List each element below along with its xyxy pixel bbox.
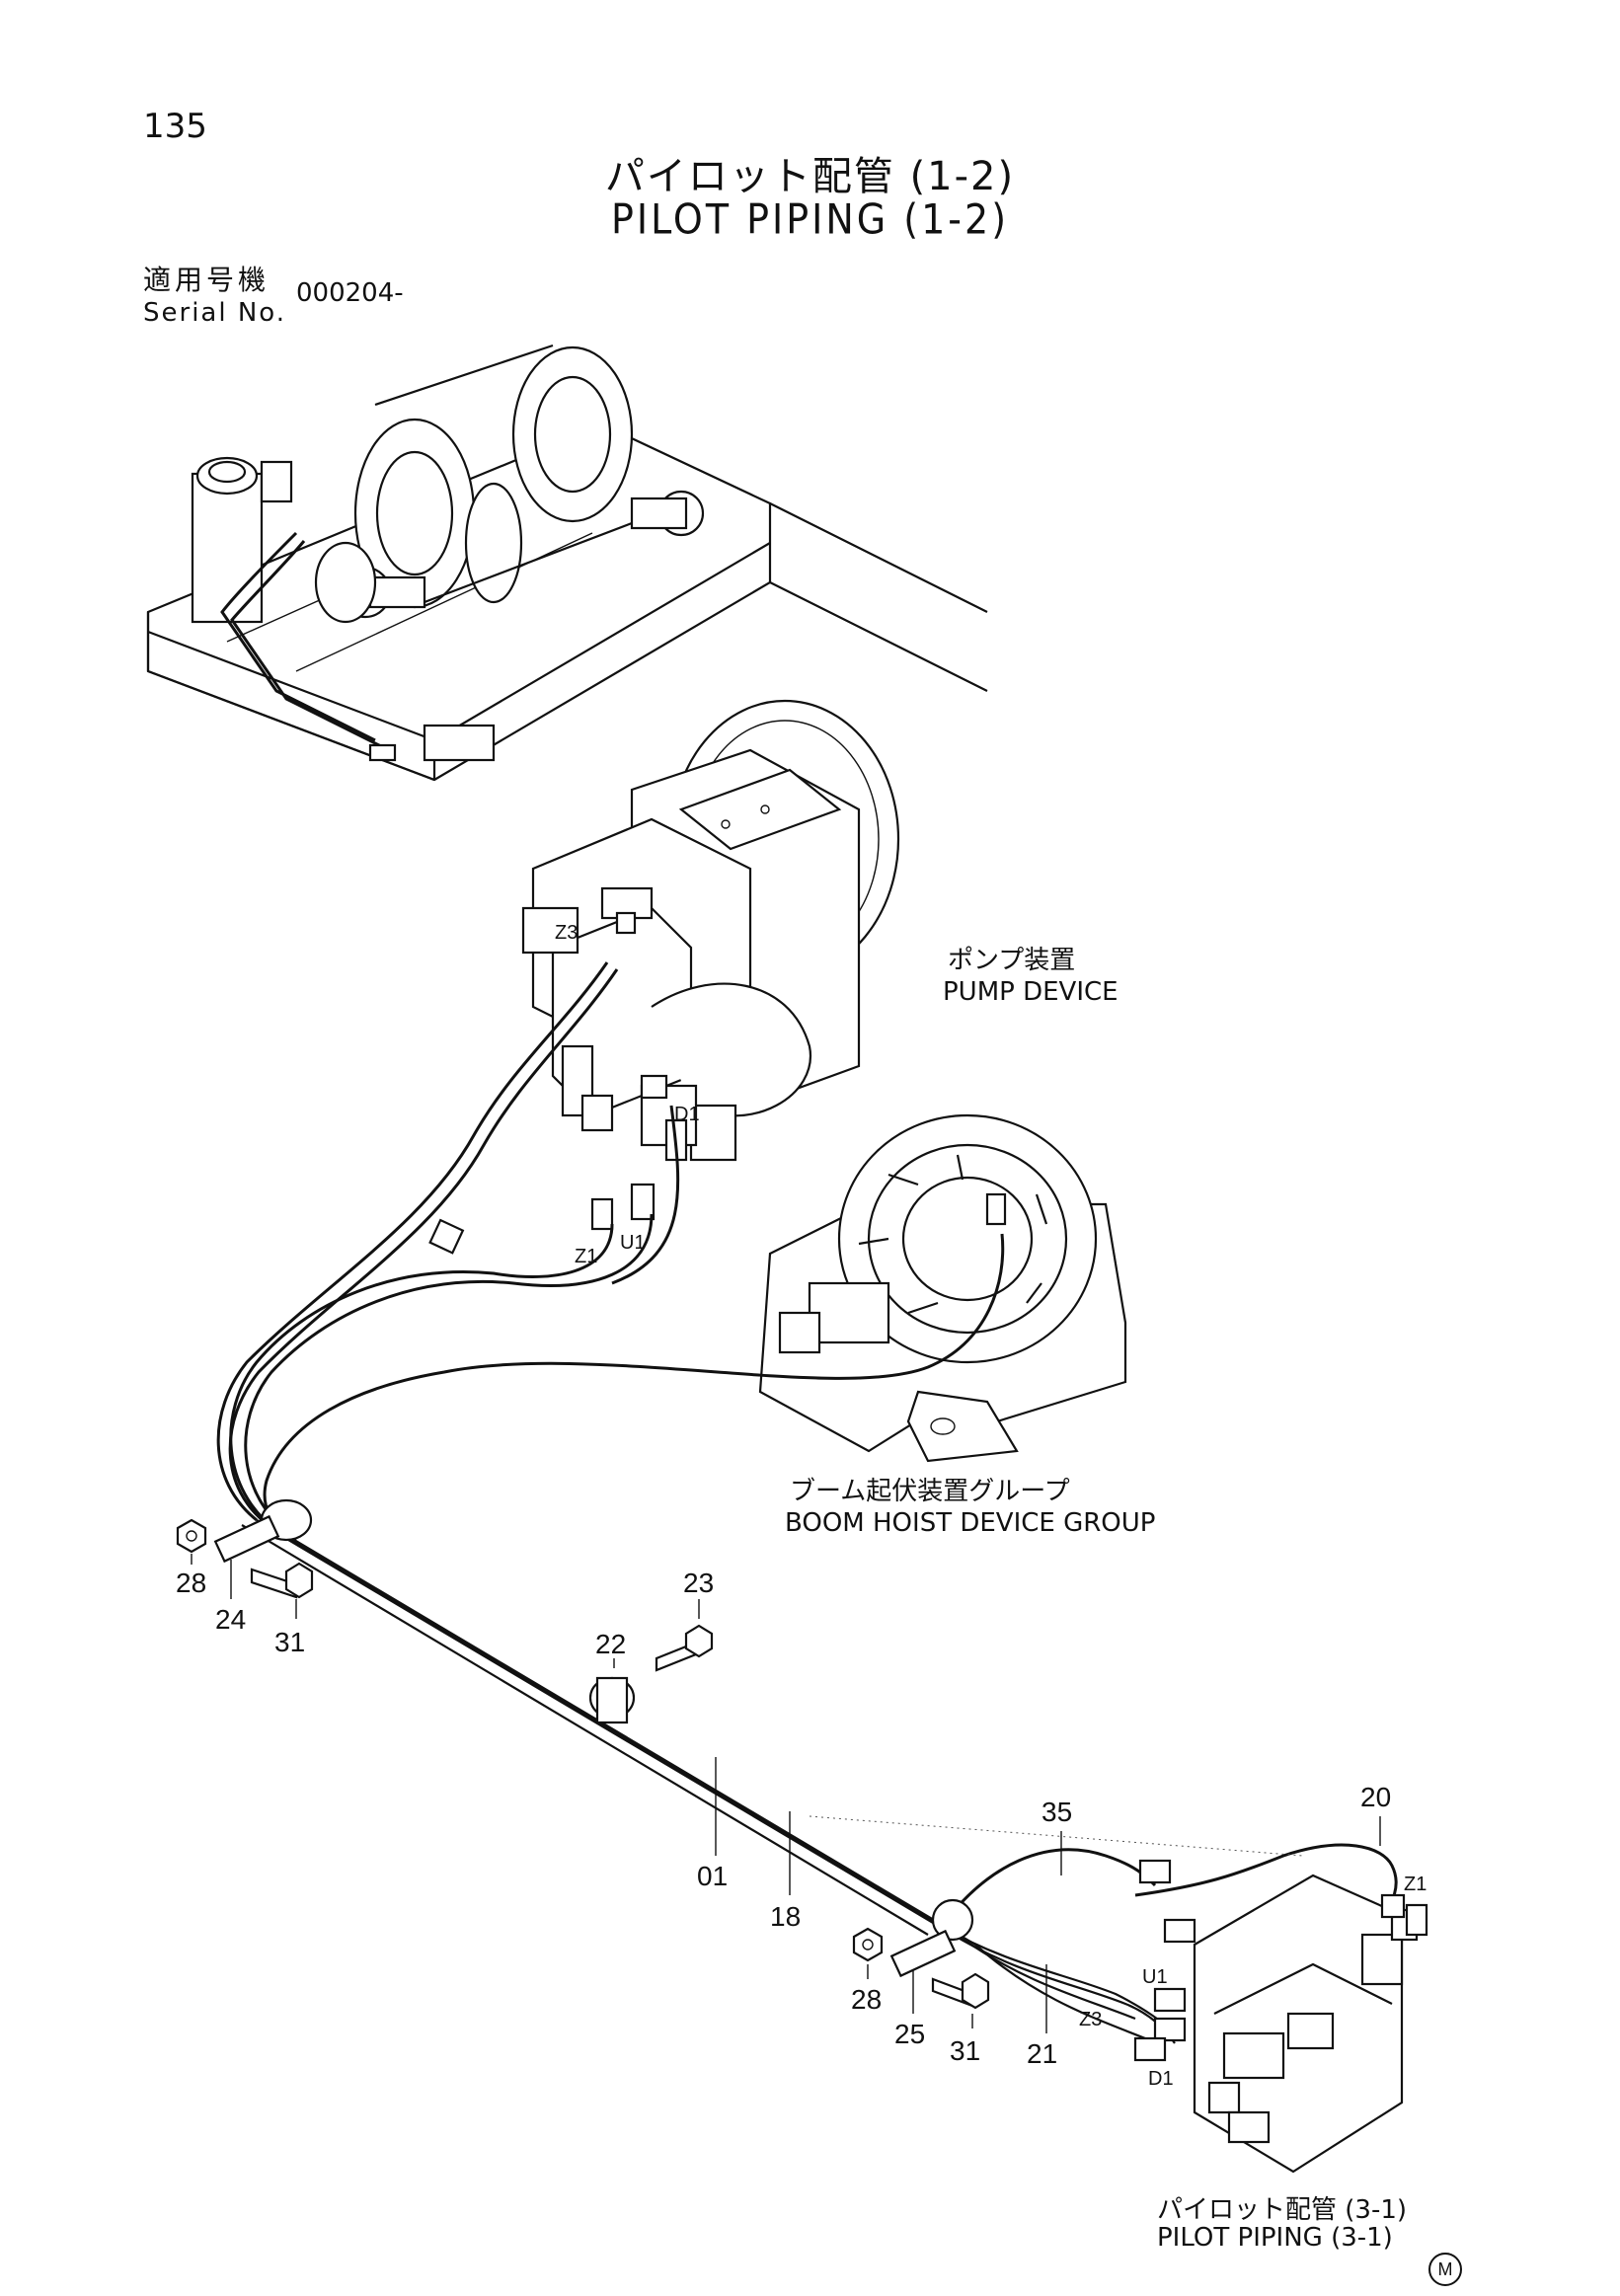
callout-24: 24 xyxy=(215,1604,247,1635)
callout-18: 18 xyxy=(770,1901,802,1932)
callout-23: 23 xyxy=(683,1568,715,1598)
callout-21: 21 xyxy=(1027,2038,1058,2069)
pump-device-label-en: PUMP DEVICE xyxy=(943,977,1119,1007)
port-z3-pump: Z3 xyxy=(555,922,579,944)
port-d1-valve: D1 xyxy=(1148,2068,1174,2090)
callout-28: 28 xyxy=(176,1568,207,1598)
pilot-piping-ref-label-en: PILOT PIPING (3-1) xyxy=(1157,2223,1393,2253)
callout-35: 35 xyxy=(1041,1797,1073,1827)
callout-20: 20 xyxy=(1360,1782,1392,1812)
port-u1-pump: U1 xyxy=(620,1232,646,1254)
callout-31-lower: 31 xyxy=(950,2035,981,2066)
callout-01: 01 xyxy=(697,1861,729,1891)
boom-hoist-device-illustration xyxy=(758,1113,1127,1463)
clamp-hardware xyxy=(176,1514,990,2010)
pilot-hose-bundle xyxy=(216,961,1398,2044)
pilot-piping-ref-label-jp: パイロット配管 (3-1) xyxy=(1157,2195,1408,2225)
boom-hoist-label-en: BOOM HOIST DEVICE GROUP xyxy=(785,1508,1156,1538)
port-u1-valve: U1 xyxy=(1142,1966,1168,1988)
callout-22: 22 xyxy=(595,1629,627,1659)
pilot-valve-block-illustration xyxy=(1133,1859,1428,2174)
callout-28-lower: 28 xyxy=(851,1984,883,2015)
serial-label-english: Serial No. xyxy=(143,298,286,328)
machine-overview-illustration xyxy=(146,344,988,782)
title-english: PILOT PIPING (1-2) xyxy=(610,194,1010,244)
title-japanese: パイロット配管 (1-2) xyxy=(604,154,1016,199)
port-z3-valve: Z3 xyxy=(1079,2009,1103,2030)
callout-leaders xyxy=(191,1554,1381,2033)
page-number: 135 xyxy=(143,107,207,146)
callout-25: 25 xyxy=(894,2019,926,2049)
serial-number-value: 000204- xyxy=(296,278,404,308)
circled-m-mark: M xyxy=(1428,2253,1462,2286)
boom-hoist-label-jp: ブーム起伏装置グループ xyxy=(790,1477,1070,1506)
port-z1-pump: Z1 xyxy=(575,1246,598,1267)
serial-label-japanese: 適用号機 xyxy=(143,264,270,296)
port-z1-valve: Z1 xyxy=(1404,1874,1427,1895)
port-d1-pump: D1 xyxy=(674,1104,700,1125)
pump-device-label-jp: ポンプ装置 xyxy=(948,946,1076,975)
pump-device-illustration xyxy=(521,699,900,1231)
callout-31: 31 xyxy=(274,1627,306,1657)
